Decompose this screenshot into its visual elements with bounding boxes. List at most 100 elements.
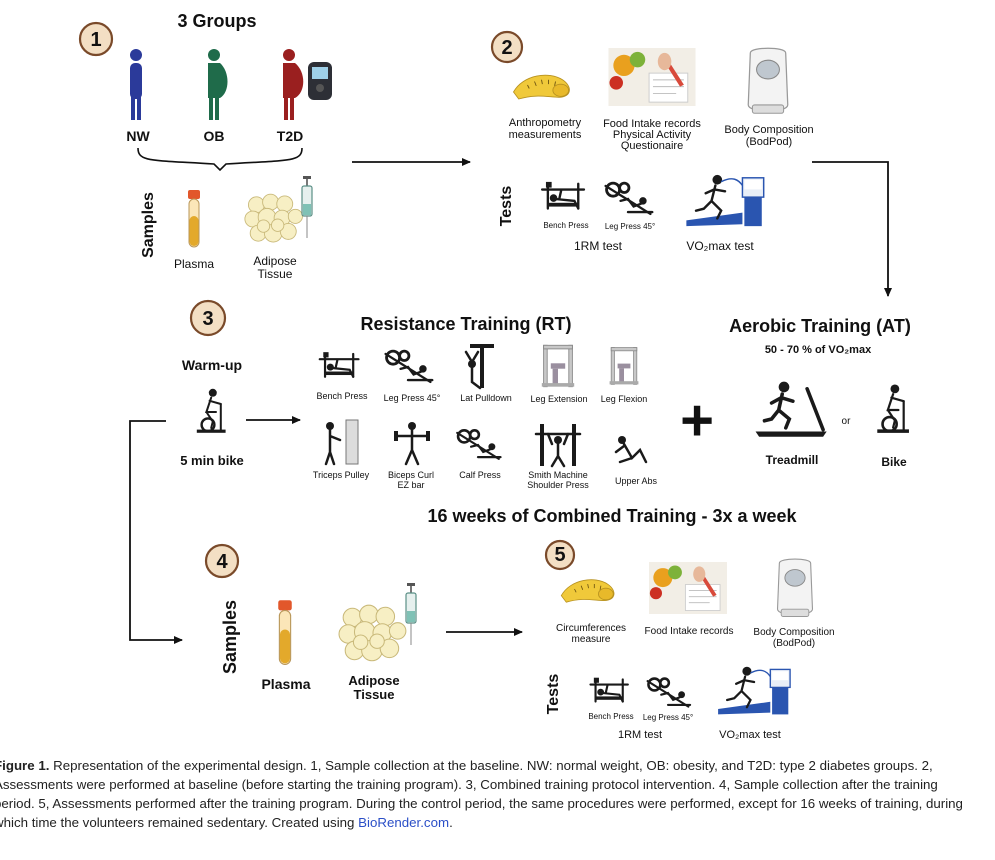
at-bike-icon bbox=[875, 382, 911, 435]
step-5-food-photo bbox=[648, 562, 728, 614]
nw-person-icon bbox=[130, 49, 142, 120]
figure-caption: Figure 1. Representation of the experime… bbox=[0, 756, 979, 832]
rt-upper-abs-icon bbox=[614, 436, 648, 464]
rt-ex-leg-extension: Leg Extension bbox=[530, 394, 587, 404]
group-t2d-label: T2D bbox=[277, 128, 303, 144]
step-4-adipose-label-2: Tissue bbox=[354, 687, 395, 702]
rt-leg-press-icon bbox=[384, 349, 434, 384]
step-5-legpress-label: Leg Press 45° bbox=[643, 713, 693, 722]
food-intake-label-2: Physical Activity bbox=[613, 129, 692, 141]
step-1-badge bbox=[78, 21, 114, 57]
measuring-tape-icon bbox=[513, 74, 570, 100]
rt-ex-triceps-pulley: Triceps Pulley bbox=[313, 470, 370, 480]
step-2-vo2-label: VO₂max test bbox=[686, 239, 754, 253]
groups-title: 3 Groups bbox=[177, 11, 256, 31]
at-title: Aerobic Training (AT) bbox=[729, 316, 911, 336]
step-4-adipose-label-1: Adipose bbox=[348, 673, 399, 688]
syringe-icon bbox=[301, 176, 313, 238]
rt-ex-upper-abs: Upper Abs bbox=[615, 476, 658, 486]
step-1-adipose-label-2: Tissue bbox=[258, 267, 293, 281]
body-composition-label-2: (BodPod) bbox=[746, 136, 792, 148]
circumferences-label-1: Circumferences bbox=[556, 623, 626, 634]
step-2-bench-label: Bench Press bbox=[543, 221, 588, 230]
group-nw-label: NW bbox=[126, 128, 150, 144]
step-4-syringe-icon bbox=[404, 582, 418, 646]
bike-label: Bike bbox=[881, 455, 907, 469]
rt-ex-leg-press: Leg Press 45° bbox=[384, 393, 441, 403]
warmup-bike-icon bbox=[195, 387, 228, 435]
food-intake-photo bbox=[608, 48, 696, 106]
rt-leg-flexion-icon bbox=[609, 347, 639, 385]
arrow-training-to-step4 bbox=[129, 420, 183, 644]
rt-lat-pulldown-icon bbox=[464, 344, 494, 390]
rt-ex-leg-flexion: Leg Flexion bbox=[601, 394, 648, 404]
step-5-1rm-label: 1RM test bbox=[618, 729, 662, 741]
step-2-badge bbox=[490, 30, 524, 64]
leg-press-icon bbox=[604, 181, 654, 216]
step-1-adipose-label-1: Adipose bbox=[253, 254, 297, 268]
step-4-number: 4 bbox=[216, 551, 228, 573]
biorender-link[interactable]: BioRender.com bbox=[358, 815, 450, 830]
step-5-bench-label: Bench Press bbox=[588, 712, 633, 721]
rt-bench-press-icon bbox=[318, 351, 360, 378]
rt-title: Resistance Training (RT) bbox=[360, 314, 571, 334]
rt-triceps-pulley-icon bbox=[324, 419, 359, 466]
step-1-plasma-label: Plasma bbox=[174, 257, 214, 271]
rt-ex-bench-press: Bench Press bbox=[316, 391, 368, 401]
caption-label: Figure 1. bbox=[0, 758, 50, 773]
step-5-body-label-1: Body Composition bbox=[753, 627, 834, 638]
step-4-samples-label: Samples bbox=[220, 600, 240, 674]
step-3-training-protocol: 3 Warm-up 5 min bike Resistance Training… bbox=[180, 299, 911, 526]
ob-person-icon bbox=[208, 49, 228, 120]
step-5-tape-icon bbox=[560, 579, 615, 603]
step-2-baseline-assessments: 2 Anthropometry measurements Food Intake… bbox=[490, 30, 814, 253]
step-4-badge bbox=[204, 543, 240, 579]
rt-biceps-curl-icon bbox=[394, 422, 430, 466]
step-5-number: 5 bbox=[554, 544, 565, 566]
step-5-food-label: Food Intake records bbox=[645, 626, 734, 637]
step-5-vo2-label: VO₂max test bbox=[719, 729, 781, 741]
rt-calf-press-icon bbox=[455, 428, 502, 461]
groups-brace bbox=[137, 147, 303, 172]
warmup-label: Warm-up bbox=[182, 357, 242, 373]
step-5-body-label-2: (BodPod) bbox=[773, 638, 815, 649]
glucometer-icon bbox=[308, 62, 332, 100]
t2d-person-icon bbox=[283, 49, 304, 120]
step-5-vo2-icon bbox=[716, 665, 792, 716]
step-4-adipose-icon bbox=[338, 604, 407, 662]
rt-ex-lat-pulldown: Lat Pulldown bbox=[460, 393, 512, 403]
arrow-step2-to-step3 bbox=[812, 161, 892, 297]
rt-ex-calf-press: Calf Press bbox=[459, 470, 501, 480]
step-2-tests-label: Tests bbox=[498, 186, 515, 227]
food-intake-label-3: Questionaire bbox=[621, 140, 683, 152]
step-3-badge bbox=[189, 299, 227, 337]
rt-smith-machine-icon bbox=[534, 424, 582, 468]
step-5-bodpod-icon bbox=[776, 558, 814, 618]
step-4-plasma-label: Plasma bbox=[261, 676, 310, 692]
step-3-number: 3 bbox=[202, 308, 213, 330]
step-5-tests-label: Tests bbox=[545, 674, 562, 715]
food-intake-label-1: Food Intake records bbox=[603, 118, 701, 130]
step-5-legpress-icon bbox=[646, 677, 692, 708]
step-1-number: 1 bbox=[90, 29, 101, 51]
step-2-number: 2 bbox=[501, 37, 512, 59]
step-1-samples-label: Samples bbox=[140, 192, 157, 258]
circumferences-label-2: measure bbox=[572, 634, 611, 645]
rt-ex-smith-2: Shoulder Press bbox=[527, 480, 589, 490]
combined-training-title: 16 weeks of Combined Training - 3x a wee… bbox=[427, 506, 797, 526]
or-label: or bbox=[842, 416, 852, 427]
step-2-1rm-label: 1RM test bbox=[574, 239, 623, 253]
body-composition-label-1: Body Composition bbox=[724, 124, 813, 136]
experimental-design-diagram: 1 3 Groups NW OB T2D Samples Plasma bbox=[78, 11, 911, 741]
rt-ex-biceps-curl-2: EZ bar bbox=[397, 480, 424, 490]
plasma-tube-icon bbox=[187, 190, 201, 248]
bodpod-icon bbox=[747, 47, 789, 114]
step-2-legpress-label: Leg Press 45° bbox=[605, 222, 655, 231]
group-ob-label: OB bbox=[204, 128, 225, 144]
bench-press-icon bbox=[540, 180, 586, 210]
rt-leg-extension-icon bbox=[541, 344, 575, 388]
step-4-plasma-tube-icon bbox=[277, 600, 293, 665]
adipose-tissue-icon bbox=[244, 193, 303, 243]
at-intensity: 50 - 70 % of VO₂max bbox=[765, 344, 872, 356]
step-5-bench-icon bbox=[589, 676, 629, 703]
